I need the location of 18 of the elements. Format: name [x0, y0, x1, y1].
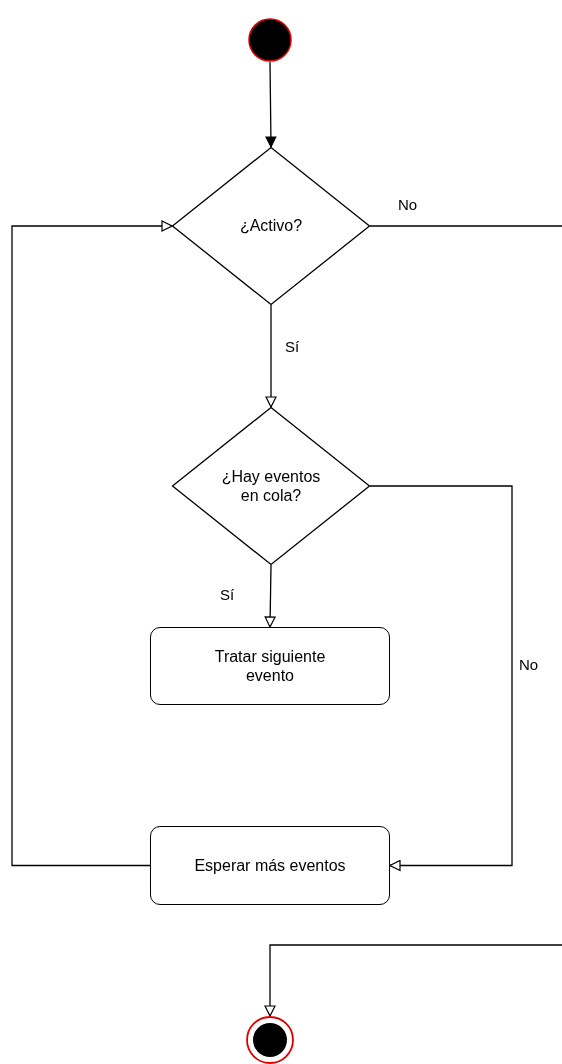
process-box [150, 627, 390, 705]
arrow [369, 485, 513, 872]
edge-label: Sí [218, 586, 237, 603]
arrow [11, 220, 173, 867]
arrow [264, 225, 562, 1017]
edge-label: Sí [283, 338, 302, 355]
arrow [265, 61, 277, 148]
arrow [265, 304, 277, 408]
end-node [246, 1016, 294, 1064]
start-node [248, 18, 292, 62]
node-label: ¿Hay eventos en cola? [220, 466, 322, 506]
arrow [264, 564, 276, 628]
node-label: ¿Activo? [239, 216, 303, 236]
process-box [150, 826, 390, 905]
node-label: Esperar más eventos [194, 855, 346, 876]
node-label: Tratar siguiente evento [213, 646, 327, 686]
decision-diamond [172, 147, 370, 305]
decision-diamond [172, 407, 370, 565]
